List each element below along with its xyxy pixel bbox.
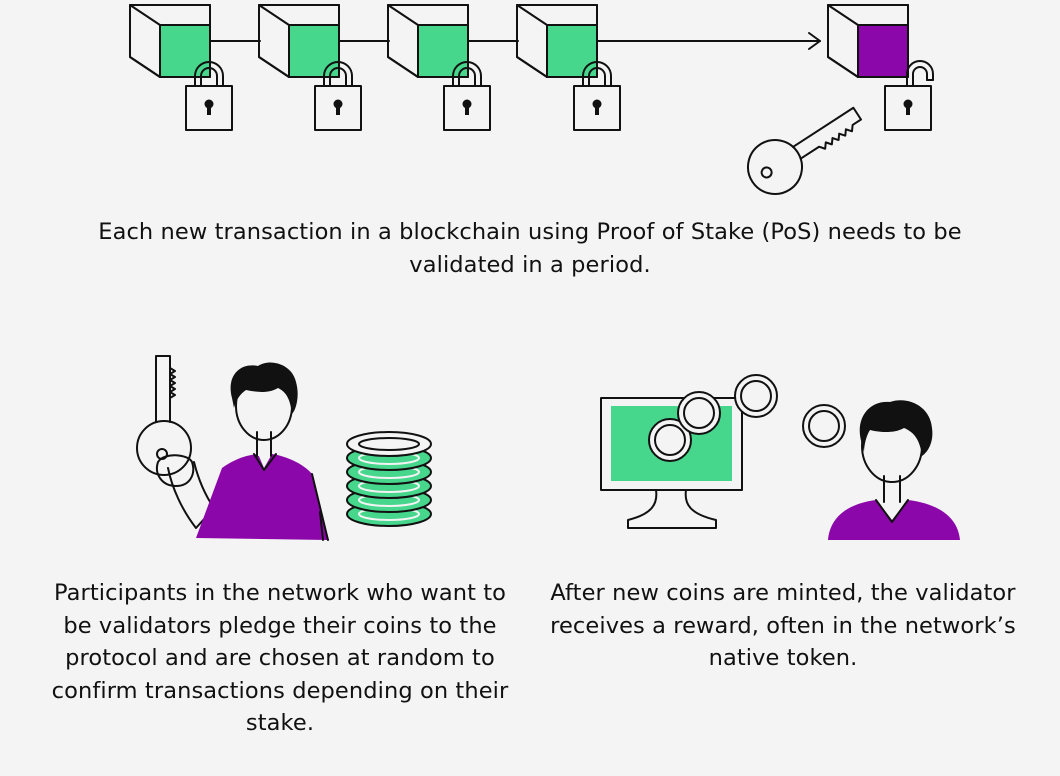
chain-links [210, 32, 821, 50]
monitor-icon [600, 397, 743, 529]
green-block-icon [129, 4, 211, 78]
purple-block-icon [827, 4, 909, 78]
green-block-icon [387, 4, 469, 78]
green-block-icon [516, 4, 598, 78]
caption-validator-selection: Participants in the network who want to … [51, 580, 509, 736]
open-padlock-icon [884, 60, 934, 131]
coin-icon [677, 391, 721, 435]
coin-icon [802, 404, 846, 448]
green-block-icon [258, 4, 340, 78]
caption-validator-reward: After new coins are minted, the validato… [550, 580, 1016, 671]
key-icon [747, 106, 863, 195]
person-icon [828, 400, 960, 540]
caption-transaction-validation: Each new transaction in a blockchain usi… [98, 219, 962, 278]
coin-icon [734, 374, 778, 418]
person-holding-key-icon [136, 355, 329, 541]
coin-stack-icon [346, 431, 432, 527]
